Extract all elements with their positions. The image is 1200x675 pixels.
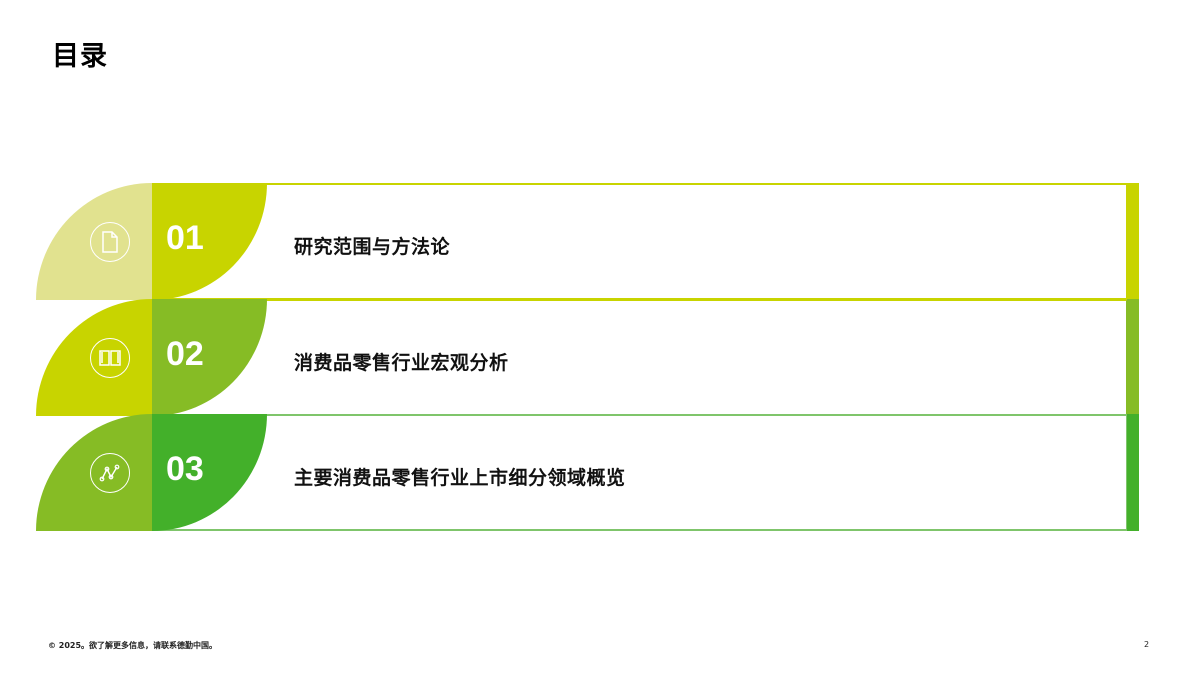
- chart-line-icon: [90, 453, 130, 493]
- copyright-footer: © 2025。欲了解更多信息，请联系德勤中国。: [48, 641, 218, 650]
- toc-item-01[interactable]: 01 研究范围与方法论: [36, 183, 1139, 300]
- accent-bar: [1127, 183, 1139, 300]
- accent-bar: [1127, 414, 1139, 531]
- section-number: 02: [166, 335, 204, 373]
- section-number: 01: [166, 219, 204, 257]
- book-icon: [90, 338, 130, 378]
- section-number: 03: [166, 450, 204, 488]
- page-number: 2: [1144, 640, 1150, 649]
- section-label[interactable]: 研究范围与方法论: [294, 236, 451, 258]
- toc-item-03[interactable]: 03 主要消费品零售行业上市细分领域概览: [36, 414, 1139, 531]
- page-title: 目录: [52, 41, 108, 72]
- toc-item-frame: [152, 414, 1128, 531]
- accent-bar: [1127, 299, 1139, 416]
- toc-item-02[interactable]: 02 消费品零售行业宏观分析: [36, 299, 1139, 416]
- section-label[interactable]: 主要消费品零售行业上市细分领域概览: [294, 467, 626, 489]
- document-icon: [90, 222, 130, 262]
- toc-item-frame: [152, 183, 1128, 300]
- section-label[interactable]: 消费品零售行业宏观分析: [294, 352, 509, 374]
